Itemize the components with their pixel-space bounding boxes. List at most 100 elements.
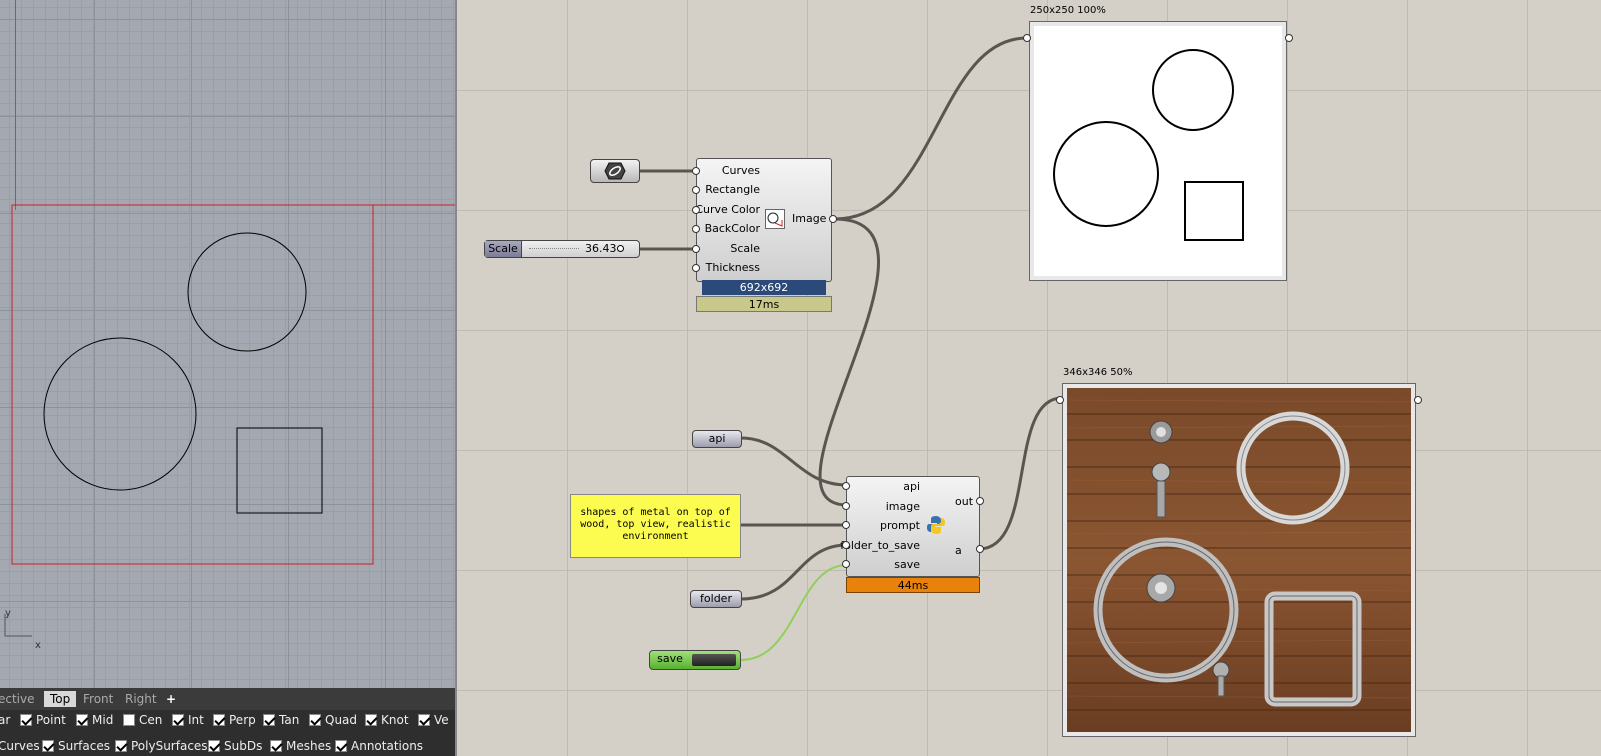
port-dot[interactable] (692, 245, 700, 253)
output-out[interactable]: out (955, 495, 974, 508)
input-prompt[interactable]: prompt (879, 519, 920, 532)
tab-right[interactable]: Right (125, 692, 157, 706)
port-dot[interactable] (1023, 34, 1031, 42)
filter-annotations[interactable]: Annotations (335, 739, 423, 753)
wire-api (740, 436, 848, 487)
wire-a-viewer2 (978, 396, 1063, 551)
port-dot[interactable] (692, 264, 700, 272)
osnap-ar[interactable]: ar (0, 713, 11, 727)
port-dot[interactable] (692, 167, 700, 175)
input-curve-color[interactable]: Curve Color (695, 203, 760, 216)
scale-slider[interactable]: Scale 36.43 (484, 240, 640, 258)
osnap-int[interactable]: Int (172, 713, 204, 727)
wire-image-viewer1 (834, 36, 1028, 221)
output-a[interactable]: a (955, 544, 962, 557)
port-dot[interactable] (692, 206, 700, 214)
filter-surfaces[interactable]: Surfaces (42, 739, 110, 753)
osnap-knot[interactable]: Knot (365, 713, 409, 727)
osnap-vertex[interactable]: Ve (418, 713, 449, 727)
axis-x-label: x (35, 640, 41, 651)
grasshopper-canvas[interactable]: Scale 36.43 Curves Rectangle Curve Color… (457, 0, 1601, 756)
curve-hexagon-icon (604, 162, 626, 180)
toggle-switch[interactable] (692, 654, 736, 666)
filter-curves[interactable]: Curves (0, 739, 40, 753)
osnap-bar: ar Point Mid Cen Int Perp Tan Quad Knot … (0, 710, 455, 732)
checkbox-icon (42, 740, 54, 752)
panel-splitter[interactable] (455, 0, 457, 756)
tab-perspective[interactable]: ective (0, 692, 35, 706)
image-viewer-2[interactable] (1062, 383, 1416, 737)
red-rectangle (11, 204, 374, 565)
osnap-perp[interactable]: Perp (213, 713, 256, 727)
osnap-tan[interactable]: Tan (263, 713, 299, 727)
port-dot[interactable] (976, 545, 984, 553)
python-icon (927, 516, 945, 534)
curves-to-image-component[interactable]: Curves Rectangle Curve Color BackColor S… (695, 158, 832, 282)
wires (639, 36, 1063, 661)
osnap-point[interactable]: Point (20, 713, 66, 727)
port-dot[interactable] (829, 215, 837, 223)
wire-image-python (818, 217, 881, 507)
square (236, 427, 323, 514)
filter-polysurfaces[interactable]: PolySurfaces (115, 739, 208, 753)
checkbox-icon (335, 740, 347, 752)
api-param[interactable]: api (692, 430, 742, 448)
selection-filter-bar: Curves Surfaces PolySurfaces SubDs Meshe… (0, 732, 455, 756)
port-dot[interactable] (1056, 396, 1064, 404)
checkbox-icon (418, 714, 430, 726)
input-backcolor[interactable]: BackColor (704, 222, 760, 235)
timing-badge: 17ms (696, 296, 832, 312)
checkbox-icon (213, 714, 225, 726)
wire-save (740, 564, 848, 661)
input-rectangle[interactable]: Rectangle (705, 183, 760, 196)
port-dot[interactable] (976, 497, 984, 505)
port-dot[interactable] (842, 521, 850, 529)
osnap-quad[interactable]: Quad (309, 713, 357, 727)
prompt-panel[interactable]: shapes of metal on top of wood, top view… (570, 494, 741, 558)
port-dot[interactable] (1414, 396, 1422, 404)
port-dot[interactable] (692, 186, 700, 194)
input-api[interactable]: api (903, 480, 920, 493)
osnap-cen[interactable]: Cen (123, 713, 162, 727)
tab-front[interactable]: Front (83, 692, 114, 706)
input-folder-to-save[interactable]: folder_to_save (840, 539, 920, 552)
checkbox-icon (76, 714, 88, 726)
checkbox-icon (208, 740, 220, 752)
output-image[interactable]: Image (792, 212, 827, 225)
rhino-top-viewport[interactable]: y x (0, 0, 455, 756)
port-dot[interactable] (842, 541, 850, 549)
input-curves[interactable]: Curves (721, 164, 760, 177)
port-dot[interactable] (842, 560, 850, 568)
image-viewer-1[interactable] (1029, 21, 1287, 281)
rendered-curves-image (1034, 26, 1282, 276)
curve-param[interactable] (590, 159, 640, 183)
filter-subds[interactable]: SubDs (208, 739, 262, 753)
toggle-label: save (657, 652, 683, 665)
viewer1-label: 250x250 100% (1030, 5, 1106, 16)
checkbox-icon (20, 714, 32, 726)
y-axis-line (15, 0, 16, 210)
slider-track[interactable] (529, 248, 579, 249)
input-image[interactable]: image (885, 500, 920, 513)
slider-value: 36.43 (585, 242, 617, 255)
input-scale[interactable]: Scale (730, 242, 760, 255)
viewer2-label: 346x346 50% (1063, 367, 1133, 378)
port-dot[interactable] (692, 225, 700, 233)
folder-param[interactable]: folder (690, 590, 742, 608)
slider-grip[interactable] (617, 245, 624, 252)
checkbox-icon (263, 714, 275, 726)
checkbox-icon (172, 714, 184, 726)
port-dot[interactable] (842, 482, 850, 490)
wire-folder (740, 543, 848, 601)
port-dot[interactable] (1285, 34, 1293, 42)
add-tab-icon[interactable]: + (166, 692, 177, 706)
input-thickness[interactable]: Thickness (705, 261, 760, 274)
input-save[interactable]: save (894, 558, 920, 571)
filter-meshes[interactable]: Meshes (270, 739, 331, 753)
viewport-tabs: ective Top Front Right + (0, 688, 455, 710)
python-script-component[interactable]: api image prompt folder_to_save save out… (840, 476, 980, 577)
port-dot[interactable] (842, 502, 850, 510)
save-toggle[interactable]: save (649, 650, 741, 670)
tab-top[interactable]: Top (44, 691, 77, 707)
osnap-mid[interactable]: Mid (76, 713, 113, 727)
